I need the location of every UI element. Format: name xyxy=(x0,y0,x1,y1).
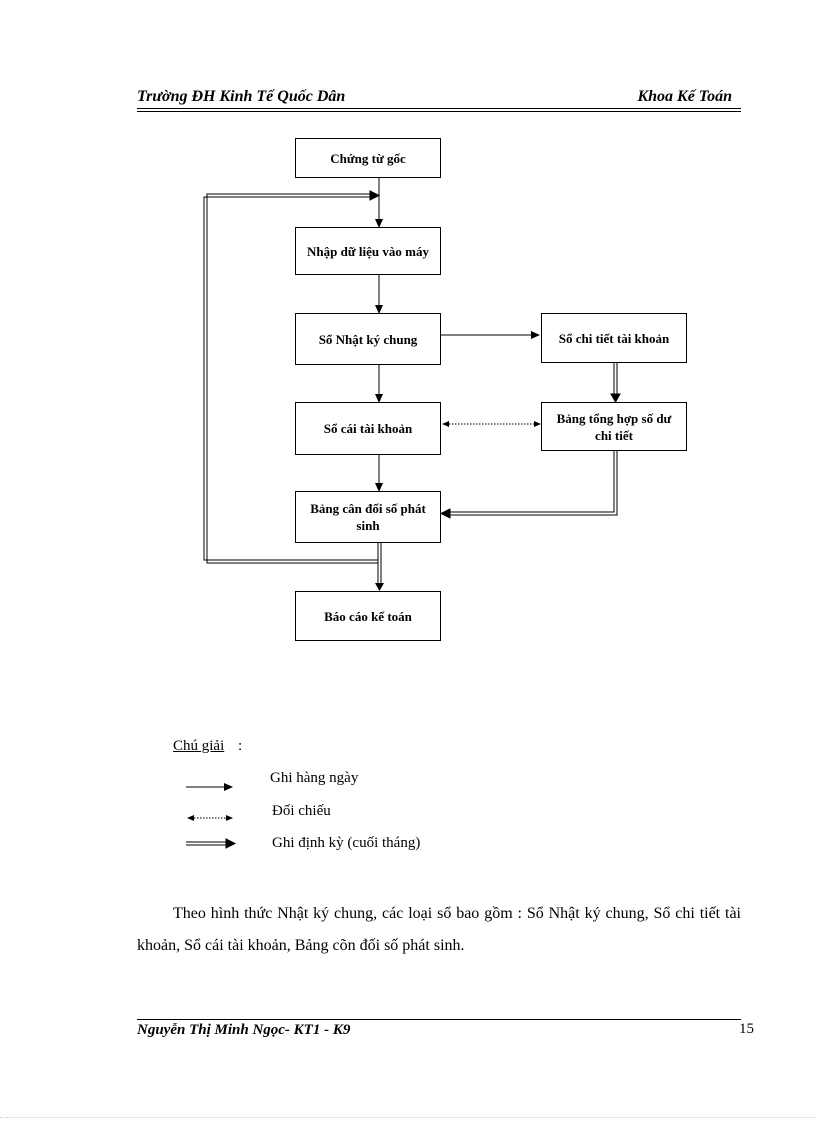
flowchart-connectors xyxy=(203,178,621,591)
box-bang-tong-hop: Bảng tổng hợp số dư chi tiết xyxy=(541,402,687,451)
legend-label-daily: Ghi hàng ngày xyxy=(270,770,359,786)
footer-author: Nguyễn Thị Minh Ngọc- KT1 - K9 xyxy=(137,1022,351,1038)
box-chung-tu-goc: Chứng từ gốc xyxy=(295,138,441,178)
box-nhap-du-lieu: Nhập dữ liệu vào máy xyxy=(295,227,441,275)
legend-title: Chú giải xyxy=(173,738,225,754)
page-bottom-border xyxy=(0,1117,816,1118)
box-bang-can-doi: Bảng cân đối số phát sinh xyxy=(295,491,441,543)
legend-label-reconcile: Đối chiếu xyxy=(272,803,331,819)
arrow-loop-to-nhap xyxy=(203,190,381,564)
body-paragraph: Theo hình thức Nhật ký chung, các loại s… xyxy=(137,905,741,954)
footer-rule xyxy=(137,1019,741,1020)
header-faculty: Khoa Kế Toán xyxy=(637,88,732,105)
page-number: 15 xyxy=(739,1021,754,1037)
box-so-chi-tiet: Sổ chi tiết tài khoản xyxy=(541,313,687,363)
box-so-nhat-ky-chung: Sổ Nhật ký chung xyxy=(295,313,441,365)
legend-label-periodic: Ghi định kỳ (cuối tháng) xyxy=(272,835,421,851)
legend-colon: : xyxy=(238,738,243,754)
header-rule-top xyxy=(137,108,741,109)
legend-symbols xyxy=(186,783,237,849)
arrow-tonghop-to-candoi xyxy=(439,451,618,519)
box-so-cai: Sổ cái tài khoản xyxy=(295,402,441,455)
arrow-chitiet-to-tonghop xyxy=(610,363,621,404)
arrow-head-baocao xyxy=(375,583,384,591)
header-rule-bottom xyxy=(137,111,741,112)
legend-periodic-arrow-icon xyxy=(186,838,237,849)
box-bao-cao: Báo cáo kế toán xyxy=(295,591,441,641)
header-school: Trường ĐH Kinh Tế Quốc Dân xyxy=(137,88,346,105)
